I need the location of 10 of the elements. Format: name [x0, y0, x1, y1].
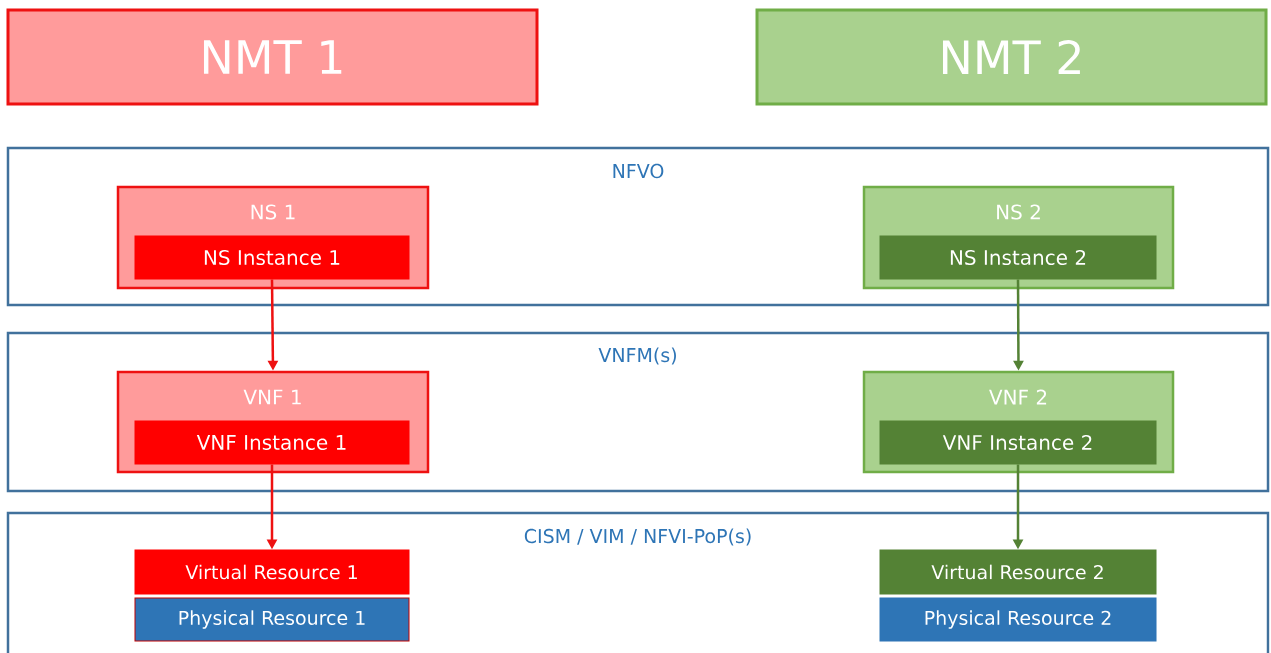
- instance-box: NS Instance 1: [134, 235, 410, 280]
- resource-box: Virtual Resource 1: [134, 549, 410, 595]
- resource-box: Virtual Resource 2: [879, 549, 1157, 595]
- title-box: NMT 1: [6, 8, 539, 106]
- instance-box: VNF Instance 1: [134, 420, 410, 465]
- instance-box: VNF Instance 2: [879, 420, 1157, 465]
- title-box: NMT 2: [755, 8, 1268, 106]
- instance-box: NS Instance 2: [879, 235, 1157, 280]
- resource-box: Physical Resource 1: [134, 597, 410, 642]
- resource-box: Physical Resource 2: [879, 597, 1157, 642]
